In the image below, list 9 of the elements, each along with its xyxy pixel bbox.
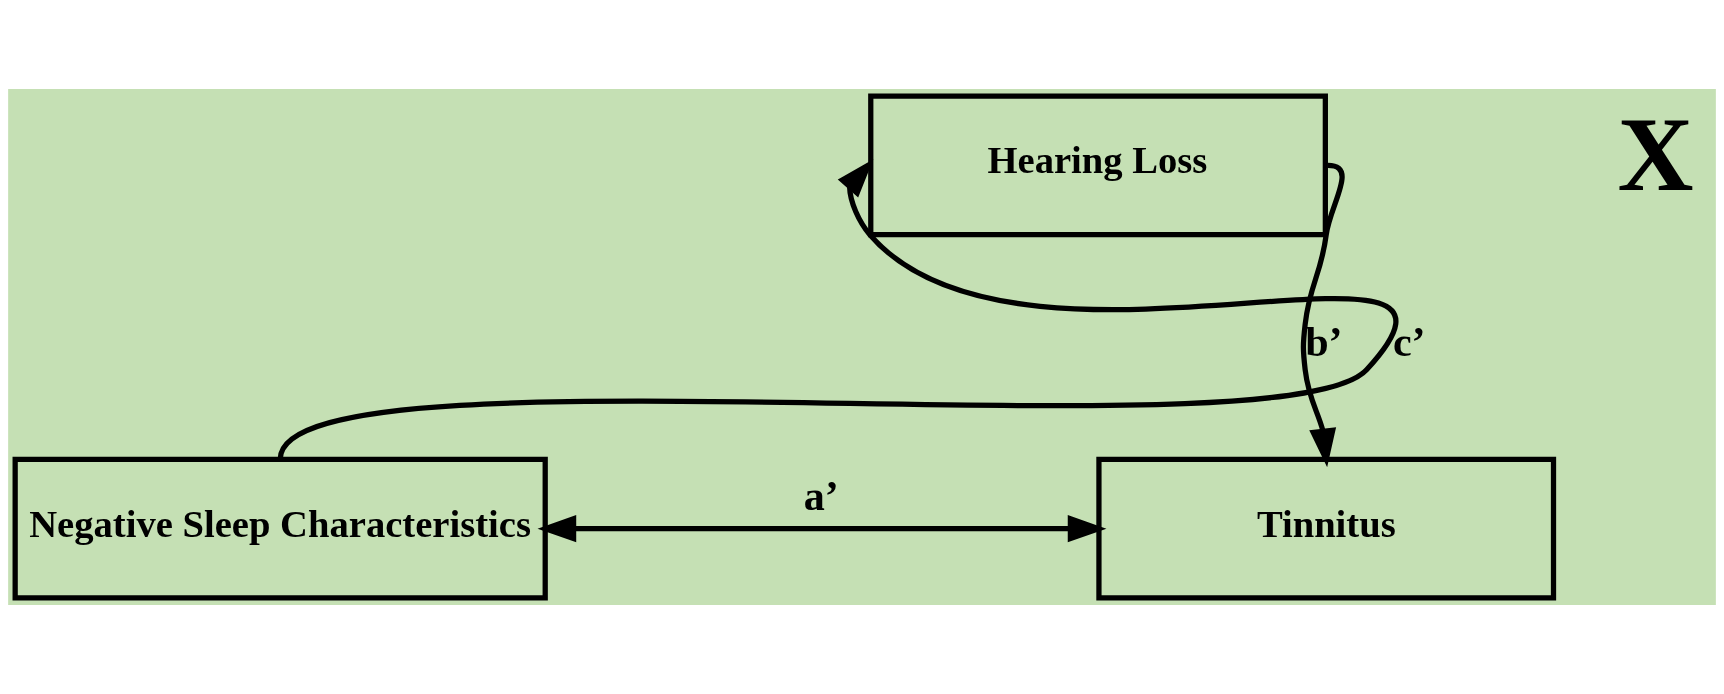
node-box: Negative Sleep Characteristics: [12, 456, 548, 601]
node-box: Tinnitus: [1096, 456, 1557, 601]
edge-label: c’: [1392, 318, 1426, 366]
arrow: [1300, 162, 1345, 468]
label: X: [1617, 95, 1694, 213]
edge-label: a’: [803, 471, 839, 519]
edge-label: b’: [1305, 318, 1343, 366]
arrow: [537, 515, 1107, 543]
node-box: Hearing Loss: [868, 93, 1328, 238]
